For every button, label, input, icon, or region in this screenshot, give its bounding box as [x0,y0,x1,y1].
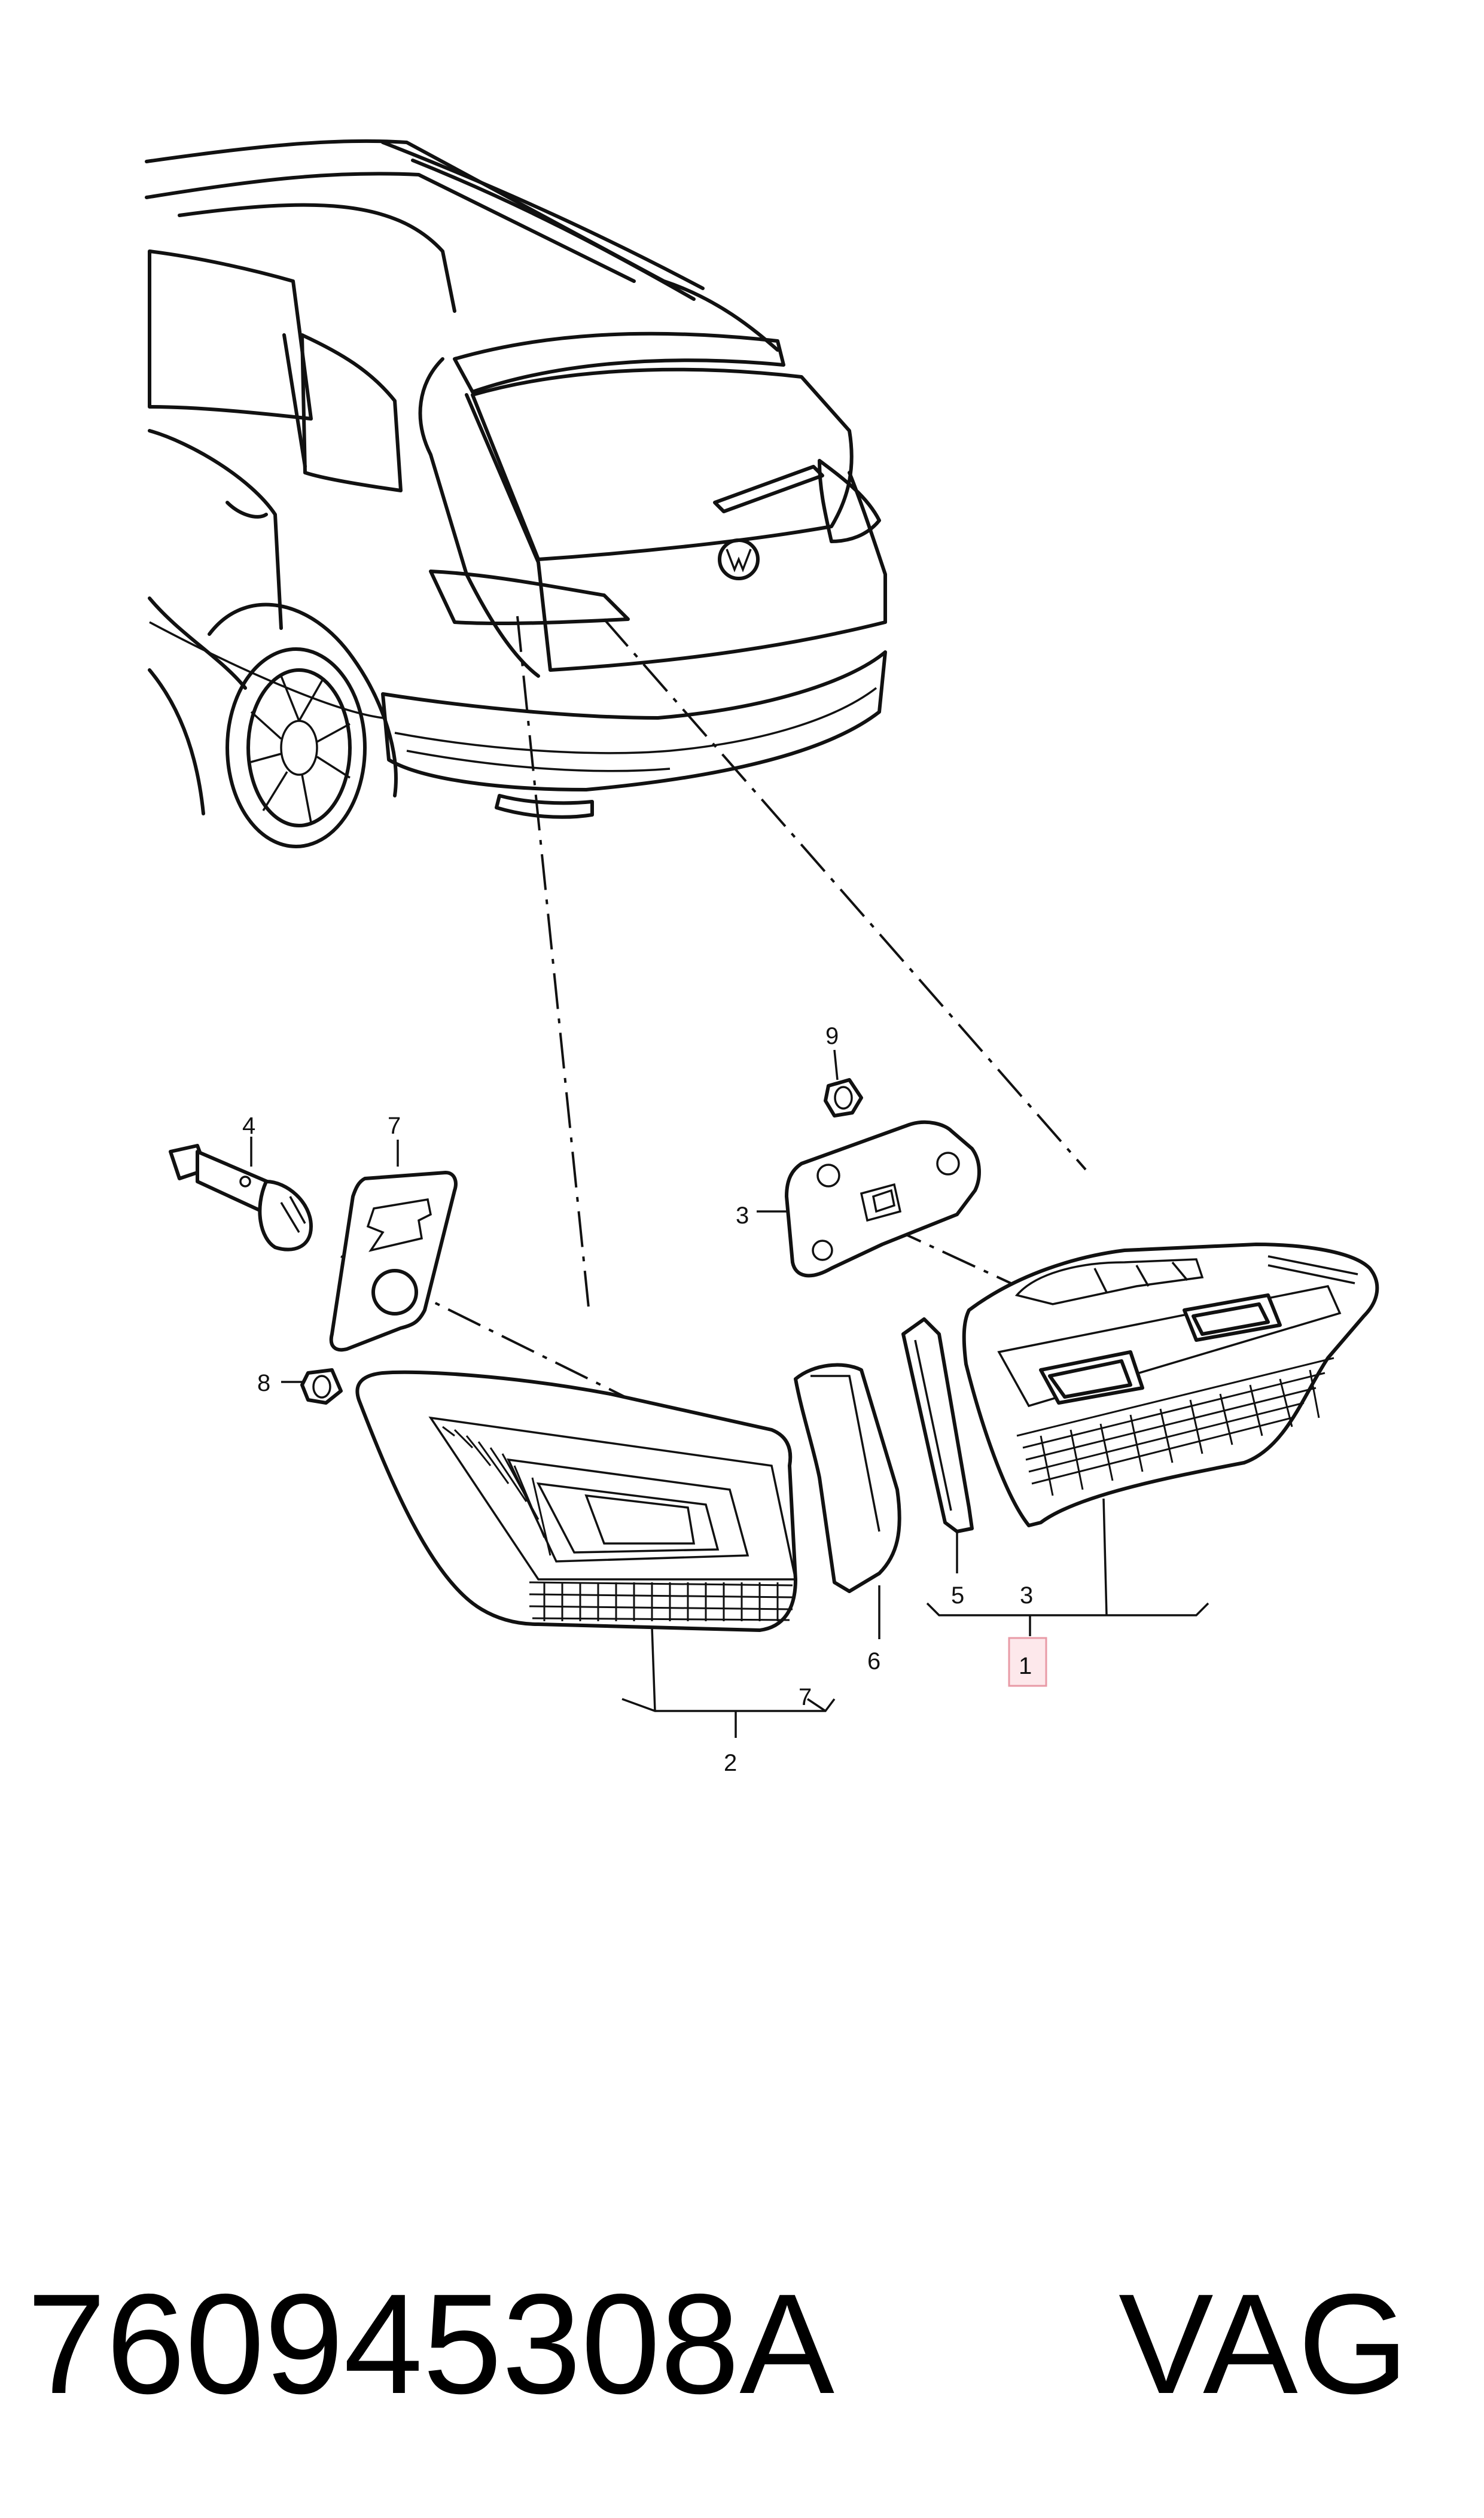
part-2-outer-lamp [355,1370,797,1632]
callout-4: 4 [242,1113,255,1139]
callout-1: 1 [1019,1653,1032,1679]
callout-7b: 7 [799,1684,812,1710]
callout-2: 2 [724,1750,737,1776]
callout-6: 6 [867,1648,880,1674]
highlight-box [1008,1637,1047,1687]
brand-label: VAG [1119,2265,1409,2423]
callout-lines [250,1049,1209,1738]
part-9-nut [824,1078,863,1118]
part-1-inner-lamp [962,1243,1379,1527]
callout-3b: 3 [1020,1582,1033,1609]
callout-8: 8 [257,1370,270,1396]
part-3-cover-plate [785,1120,981,1278]
part-7-seal [329,1171,458,1352]
part-6-trim [794,1363,901,1593]
part-number: 760945308A [27,2265,834,2423]
part-8-nut [300,1368,343,1405]
part-5-seal-strip [901,1317,974,1533]
part-4-bulb-socket [169,1144,313,1252]
callout-5: 5 [951,1582,964,1609]
callout-9: 9 [825,1023,839,1049]
callout-7a: 7 [388,1113,401,1139]
leader-lines [340,616,1087,1398]
callout-3a: 3 [736,1202,749,1229]
vehicle-illustration [145,139,887,848]
